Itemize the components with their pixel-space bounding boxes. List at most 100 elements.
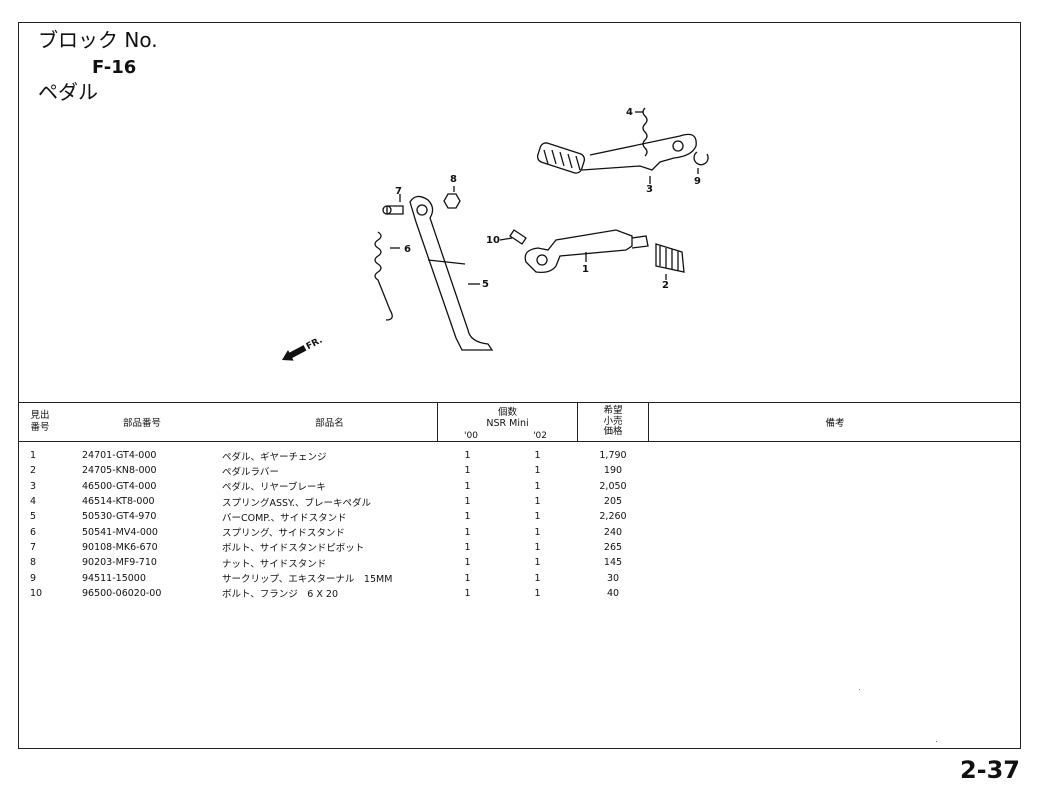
row-part-no: 24701-GT4-000 xyxy=(82,450,157,462)
row-price: 265 xyxy=(603,541,623,553)
row-price: 190 xyxy=(603,465,623,477)
row-part-name: スプリング、サイドスタンド xyxy=(222,528,345,540)
row-qty-a: 1 xyxy=(464,541,471,553)
gear-change-pedal-part xyxy=(524,229,649,274)
row-price: 1,790 xyxy=(599,450,627,462)
row-ref-no: 5 xyxy=(30,511,37,523)
row-ref-no: 3 xyxy=(30,480,37,492)
circlip-part xyxy=(693,151,709,166)
row-part-name: ペダル、ギヤーチェンジ xyxy=(222,451,327,463)
row-remarks xyxy=(649,570,1022,585)
side-stand-spring-part xyxy=(374,231,393,321)
row-remarks xyxy=(649,524,1022,539)
row-price: 2,260 xyxy=(599,511,627,523)
row-part-name: バーCOMP.、サイドスタンド xyxy=(222,512,347,524)
row-ref-no: 10 xyxy=(30,587,43,599)
row-qty-b: 1 xyxy=(534,557,541,569)
row-ref-no: 9 xyxy=(30,572,37,584)
row-ref-no: 2 xyxy=(30,465,37,477)
row-qty-b: 1 xyxy=(534,572,541,584)
table-row: 5 50530-GT4-970 バーCOMP.、サイドスタンド 1 1 2,260 xyxy=(18,509,1021,524)
row-part-no: 50530-GT4-970 xyxy=(82,511,157,523)
row-remarks xyxy=(649,509,1022,524)
row-part-no: 90203-MF9-710 xyxy=(82,557,157,569)
brake-pedal-spring-part xyxy=(642,107,648,157)
row-part-no: 90108-MK6-670 xyxy=(82,541,158,553)
row-part-name: ボルト、サイドスタンドピボット xyxy=(222,543,365,555)
row-qty-a: 1 xyxy=(464,465,471,477)
callout-5: 5 xyxy=(482,279,489,290)
row-remarks xyxy=(649,540,1022,555)
row-qty-a: 1 xyxy=(464,511,471,523)
header-ref-no: 見出 番号 xyxy=(18,402,62,442)
row-qty-b: 1 xyxy=(534,511,541,523)
header-qty-title: 個数 xyxy=(497,406,517,418)
row-qty-a: 1 xyxy=(464,526,471,538)
row-remarks xyxy=(649,463,1022,478)
row-price: 40 xyxy=(606,587,620,599)
row-qty-b: 1 xyxy=(534,541,541,553)
block-name: ペダル xyxy=(38,80,98,104)
parts-table-body: 1 24701-GT4-000 ペダル、ギヤーチェンジ 1 1 1,790 2 24705-K… xyxy=(18,442,1021,601)
side-stand-pivot-bolt-part xyxy=(382,205,404,215)
front-direction-label: FR. xyxy=(305,335,324,352)
pedal-rubber-part xyxy=(655,243,685,273)
block-number: F-16 xyxy=(92,57,137,78)
row-remarks xyxy=(649,555,1022,570)
callout-10: 10 xyxy=(486,235,500,246)
row-price: 2,050 xyxy=(599,480,627,492)
row-qty-a: 1 xyxy=(464,480,471,492)
side-stand-nut-part xyxy=(443,193,461,209)
table-row: 9 94511-15000 サークリップ、エキスターナル 15MM 1 1 30 xyxy=(18,570,1022,586)
row-qty-b: 1 xyxy=(534,526,541,538)
row-qty-a: 1 xyxy=(464,587,471,599)
callout-8: 8 xyxy=(450,174,457,185)
row-part-name: ボルト、フランジ 6 X 20 xyxy=(222,589,338,601)
row-part-name: ペダル、リヤーブレーキ xyxy=(222,482,326,494)
front-direction-arrow: FR. xyxy=(282,335,324,361)
row-price: 30 xyxy=(606,572,620,584)
row-qty-a: 1 xyxy=(464,572,471,584)
page-number: 2-37 xyxy=(959,756,1020,784)
row-qty-b: 1 xyxy=(534,450,541,462)
flange-bolt-part xyxy=(509,229,527,245)
row-part-name: サークリップ、エキスターナル 15MM xyxy=(222,574,393,586)
row-ref-no: 8 xyxy=(30,557,37,569)
row-part-name: スプリングASSY.、ブレーキペダル xyxy=(222,497,371,509)
row-part-no: 46500-GT4-000 xyxy=(82,480,157,492)
row-remarks xyxy=(649,494,1022,509)
row-qty-a: 1 xyxy=(464,496,471,508)
row-qty-b: 1 xyxy=(534,480,541,492)
parts-table-header: 見出 番号 部品番号 部品名 個数 NSR Mini '00 '02 希望 小売… xyxy=(18,402,1021,442)
row-part-no: 96500-06020-00 xyxy=(82,587,162,599)
header-remarks: 備考 xyxy=(648,402,1021,442)
row-part-no: 50541-MV4-000 xyxy=(82,526,158,538)
row-remarks xyxy=(649,479,1022,494)
row-price: 205 xyxy=(603,496,623,508)
brake-pedal-part xyxy=(536,133,697,174)
row-qty-b: 1 xyxy=(534,465,541,477)
row-remarks xyxy=(649,448,1022,463)
callout-3: 3 xyxy=(646,184,653,195)
row-part-no: 94511-15000 xyxy=(82,572,146,584)
callout-4: 4 xyxy=(626,107,633,118)
side-stand-bar-part xyxy=(409,195,494,351)
callout-9: 9 xyxy=(694,176,701,187)
row-price: 145 xyxy=(603,557,623,569)
row-ref-no: 4 xyxy=(30,496,37,508)
header-part-no: 部品番号 xyxy=(62,402,222,442)
callout-6: 6 xyxy=(404,244,411,255)
callout-2: 2 xyxy=(662,280,669,291)
header-part-name: 部品名 xyxy=(222,402,438,442)
header-year-b: '02 xyxy=(533,430,547,441)
header-model: NSR Mini xyxy=(486,417,529,429)
row-ref-no: 1 xyxy=(30,450,37,462)
row-part-no: 24705-KN8-000 xyxy=(82,465,157,477)
row-ref-no: 6 xyxy=(30,526,37,538)
